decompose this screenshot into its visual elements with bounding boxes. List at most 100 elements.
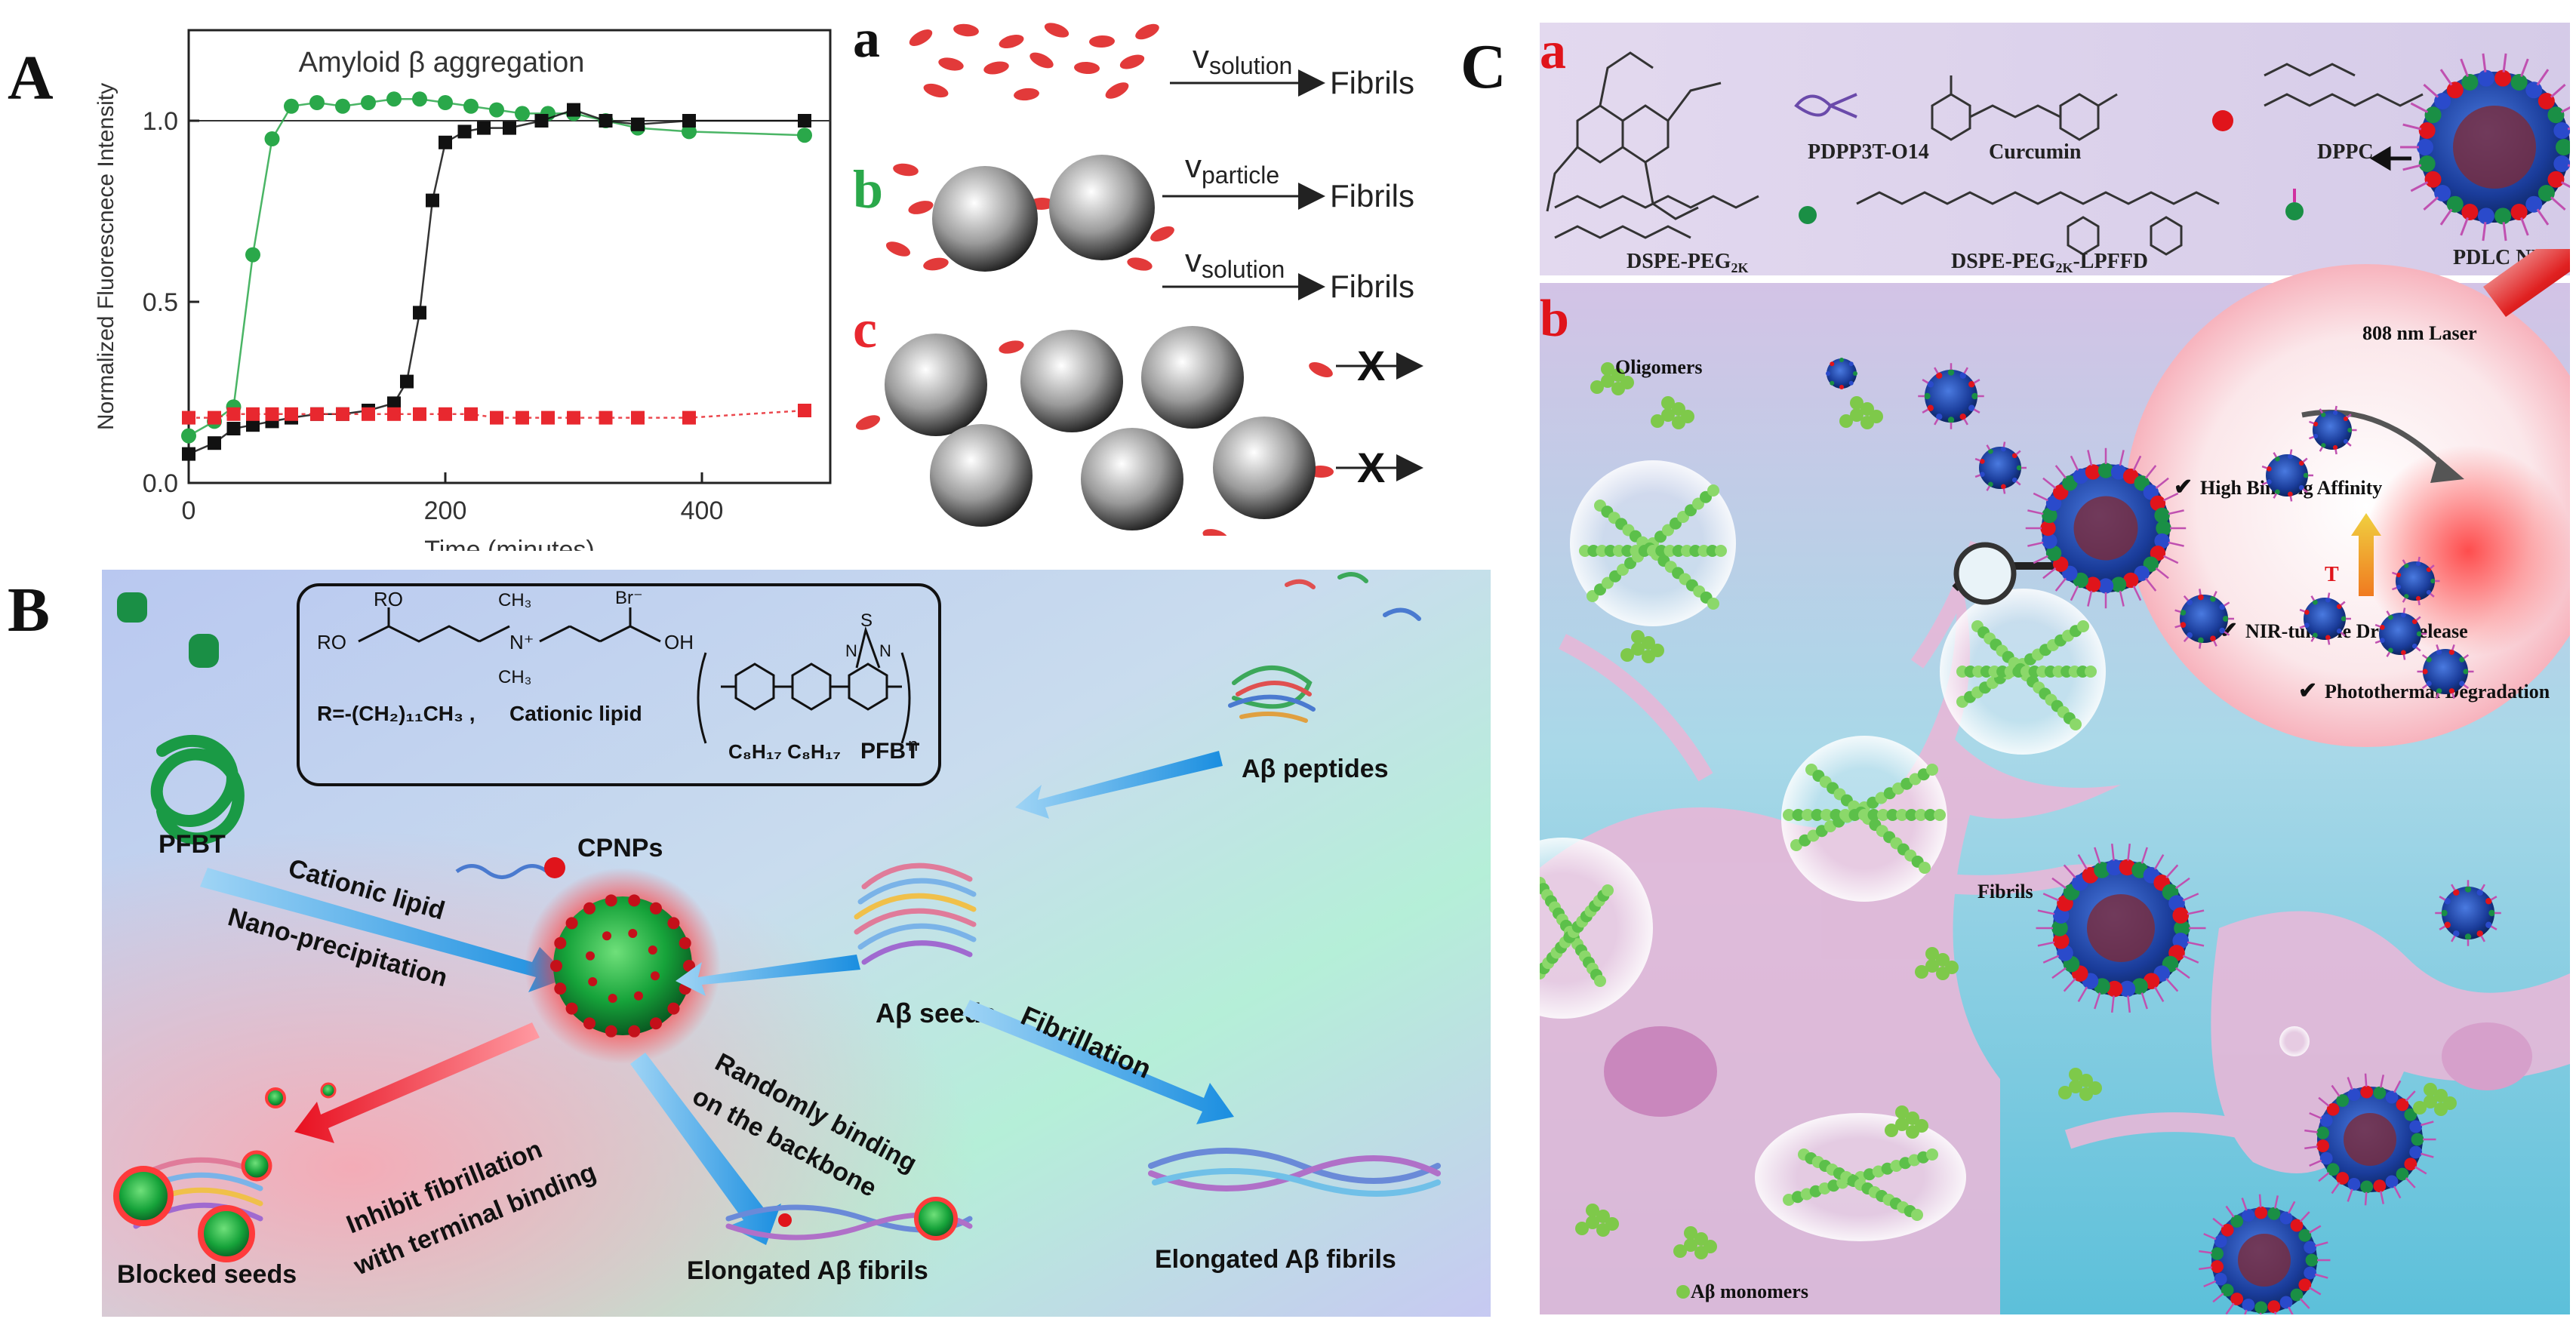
nanoparticle-surface — [2254, 1301, 2268, 1314]
data-point — [245, 247, 260, 263]
oligomer-bead — [1915, 965, 1928, 979]
nanoparticle-surface — [2222, 616, 2229, 622]
fibril-bead — [1630, 545, 1642, 557]
data-point — [310, 407, 324, 421]
oligomer-bead — [1601, 362, 1614, 376]
data-point — [567, 410, 580, 425]
peg-chain — [2127, 843, 2131, 861]
check-icon: ✔ — [2174, 475, 2193, 500]
fibril-bead — [1621, 545, 1634, 557]
data-point — [439, 407, 452, 421]
oligomer-bead — [1850, 408, 1864, 422]
oligomer-bead — [1895, 1118, 1909, 1131]
data-point — [426, 193, 439, 208]
x-tick-label: 400 — [681, 497, 724, 525]
fibril-bead — [1587, 545, 1600, 557]
nanoparticle-surface — [2143, 484, 2159, 500]
peg-chain — [1922, 408, 1929, 414]
peg-chain — [2436, 693, 2439, 699]
nanoparticle-surface — [2221, 1223, 2234, 1237]
nanoparticle-surface — [2396, 1098, 2409, 1111]
surface-lipid — [2510, 204, 2528, 221]
oligomer-bead — [1684, 1226, 1697, 1240]
fibril-bead — [1896, 809, 1908, 821]
oligomer-bead — [2088, 1081, 2102, 1095]
peg-chain — [2027, 509, 2044, 515]
peg-chain — [2299, 1211, 2310, 1222]
nanoparticle — [1979, 447, 2021, 489]
peg-chain — [2340, 601, 2346, 606]
peg-chain — [2347, 414, 2352, 419]
nanoparticle-surface — [2464, 886, 2472, 893]
nanoparticle-surface — [2401, 612, 2406, 618]
peg-chain — [2463, 684, 2470, 690]
peg-chain — [1974, 474, 1981, 478]
temperature-arrow — [2351, 513, 2381, 596]
surface-lipid — [633, 991, 643, 1001]
nanoparticle-surface — [1826, 371, 1830, 376]
nanoparticle-surface — [2131, 978, 2148, 995]
nanoparticle-surface — [2336, 1094, 2350, 1107]
nanoparticle-surface — [2211, 1260, 2224, 1273]
nanoparticle-surface — [2321, 443, 2326, 448]
nanoparticle-surface — [2219, 627, 2226, 634]
oligomer-bead — [1870, 410, 1883, 423]
peg-chain — [2402, 654, 2406, 660]
peg-chain — [2063, 978, 2076, 992]
peg-chain — [2318, 1172, 2330, 1182]
peg-chain — [2302, 457, 2308, 463]
peg-chain — [2199, 642, 2202, 649]
nanoparticle-surface — [2426, 681, 2432, 687]
peptide-ellipse — [923, 257, 949, 271]
peg-chain — [2460, 58, 2469, 78]
data-point — [265, 407, 279, 421]
peg-chain — [2309, 1111, 2322, 1120]
surface-lipid — [608, 993, 617, 1003]
peg-chain — [2175, 967, 2190, 979]
nanoparticle-surface — [2011, 453, 2017, 459]
nanoparticle-surface — [2304, 610, 2310, 615]
surface-lipid — [2418, 121, 2436, 139]
peg-chain — [2347, 441, 2352, 447]
nanoparticle-surface — [1830, 361, 1835, 367]
surface-lipid — [650, 1017, 662, 1030]
fibril-bead — [1647, 545, 1659, 557]
peg-chain — [2410, 181, 2429, 192]
fibril-bead — [1715, 545, 1727, 557]
nanoparticle-surface — [2275, 489, 2280, 495]
particle-schematic: a vsolution Fibrils b vparticle Fibrils … — [853, 15, 1423, 536]
particle-sphere — [932, 166, 1038, 272]
nanoparticle-surface — [2085, 576, 2101, 592]
surface-lipid — [605, 894, 617, 907]
nanoparticle-surface — [2180, 610, 2187, 616]
nanoparticle-surface — [2319, 1114, 2333, 1127]
peg-chain — [2331, 1182, 2341, 1194]
peg-chain — [2225, 1302, 2235, 1314]
nanoparticle-surface — [2211, 1247, 2224, 1260]
pfbt-structure — [697, 626, 911, 744]
nanoparticle-surface — [1848, 380, 1854, 386]
nanoparticle-surface — [2052, 556, 2069, 572]
peg-chain — [2132, 586, 2142, 601]
y-tick-label: 0.5 — [143, 288, 178, 317]
nanoparticle-surface — [2288, 491, 2293, 497]
nanoparticle-surface — [2332, 410, 2338, 416]
fibril-bead — [1596, 545, 1608, 557]
surface-lipid — [583, 902, 596, 915]
small-cpnp — [265, 1087, 286, 1108]
nanoparticle-surface — [2304, 1266, 2317, 1280]
nanoparticle-surface — [2385, 1175, 2399, 1188]
particle-sphere — [1049, 155, 1155, 260]
peg-chain — [2392, 586, 2397, 591]
peg-chain — [2163, 492, 2179, 502]
peg-chain — [2439, 208, 2453, 226]
peg-chain — [2410, 102, 2429, 113]
peg-chain — [2402, 164, 2422, 171]
nanoparticle-surface — [2485, 898, 2492, 905]
data-point — [515, 106, 530, 121]
nanoparticle-surface — [1959, 414, 1966, 420]
nanoparticle-surface — [2288, 454, 2293, 460]
nanoparticle-surface — [2180, 622, 2187, 628]
data-point — [226, 422, 241, 435]
peg-chain — [2119, 450, 2125, 466]
